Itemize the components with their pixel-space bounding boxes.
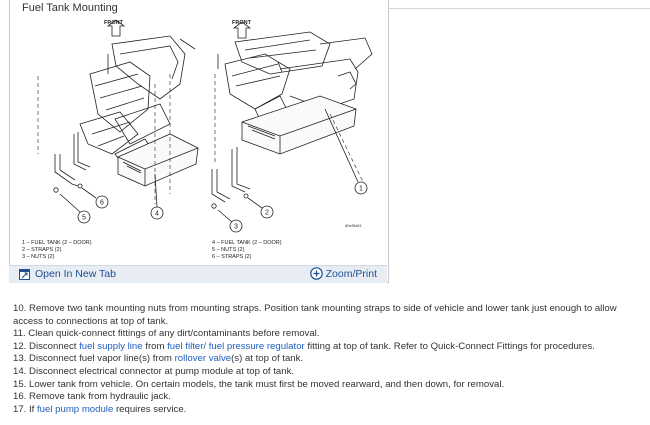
step-number: 13. xyxy=(13,353,30,365)
step-text: from xyxy=(142,340,168,352)
left-fuel-tank xyxy=(117,133,199,187)
step-text: Disconnect electrical connector at pump … xyxy=(29,365,295,377)
front-label-left: FRONT xyxy=(104,20,124,26)
right-fuel-tank xyxy=(241,71,357,155)
step-link[interactable]: fuel filter/ fuel pressure regulator xyxy=(167,340,305,352)
svg-text:2: 2 xyxy=(265,210,269,217)
svg-text:1: 1 xyxy=(359,186,363,193)
figure-code: 80ef5d81 xyxy=(345,223,362,228)
step-number: 15. xyxy=(13,378,30,390)
step-number: 16. xyxy=(13,391,30,403)
step-item: 10. Remove two tank mounting nuts from m… xyxy=(13,303,645,328)
step-link[interactable]: fuel pump module xyxy=(37,403,114,415)
step-text: Remove tank from hydraulic jack. xyxy=(29,391,171,403)
step-text: Remove two tank mounting nuts from mount… xyxy=(13,303,617,327)
callout-5: 5 xyxy=(77,210,91,224)
svg-text:5: 5 xyxy=(82,215,86,222)
new-tab-icon xyxy=(19,268,30,280)
svg-text:3: 3 xyxy=(234,224,238,231)
zoom-print-link[interactable]: Zoom/Print xyxy=(309,267,377,280)
legend-left-2: 2 – STRAPS (2) xyxy=(22,247,62,253)
leader-2 xyxy=(247,197,263,209)
legend-left-1: 1 – FUEL TANK (2 – DOOR) xyxy=(22,240,92,246)
callout-2: 2 xyxy=(260,205,274,219)
step-item: 12. Disconnect fuel supply line from fue… xyxy=(13,341,645,354)
right-chassis-frame xyxy=(217,31,373,125)
legend-left-3: 3 – NUTS (2) xyxy=(22,254,55,260)
leader-3 xyxy=(217,209,233,223)
left-chassis-frame xyxy=(79,35,196,175)
step-item: 13. Disconnect fuel vapor line(s) from r… xyxy=(13,353,645,366)
left-straps xyxy=(53,132,91,193)
section-divider xyxy=(387,8,650,9)
zoom-plus-icon xyxy=(309,267,323,280)
step-number: 14. xyxy=(13,365,30,377)
fuel-tank-diagram[interactable]: FRONT FRONT 5 6 4 3 2 xyxy=(20,14,380,264)
open-in-new-tab-link[interactable]: Open In New Tab xyxy=(19,268,116,280)
step-link[interactable]: fuel supply line xyxy=(79,340,143,352)
left-projection-lines xyxy=(37,74,171,204)
step-item: 17. If fuel pump module requires service… xyxy=(13,404,645,417)
legend-right-1: 4 – FUEL TANK (2 – DOOR) xyxy=(212,240,282,246)
open-in-new-tab-label: Open In New Tab xyxy=(35,268,116,280)
step-text: (s) at top of tank. xyxy=(231,353,304,365)
procedure-steps: 10. Remove two tank mounting nuts from m… xyxy=(13,303,645,416)
step-item: 11. Clean quick-connect fittings of any … xyxy=(13,328,645,341)
leader-5 xyxy=(59,193,81,213)
svg-text:4: 4 xyxy=(155,211,159,218)
step-text: Clean quick-connect fittings of any dirt… xyxy=(28,328,320,340)
svg-text:6: 6 xyxy=(100,200,104,207)
right-front-arrow-icon xyxy=(232,21,252,39)
callout-6: 6 xyxy=(95,195,109,209)
step-text: Lower tank from vehicle. On certain mode… xyxy=(29,378,505,390)
callout-1: 1 xyxy=(354,181,368,195)
callout-3: 3 xyxy=(229,219,243,233)
step-number: 12. xyxy=(13,340,30,352)
legend-right-3: 6 – STRAPS (2) xyxy=(212,254,252,260)
right-straps xyxy=(211,147,251,209)
step-number: 11. xyxy=(13,328,29,340)
step-text: Disconnect fuel vapor line(s) from xyxy=(29,353,175,365)
step-text: requires service. xyxy=(113,403,187,415)
leader-1 xyxy=(324,108,359,183)
leader-4 xyxy=(154,173,158,208)
step-number: 10. xyxy=(13,303,30,314)
right-projection-lines xyxy=(214,74,366,187)
figure-toolbar: Open In New Tab Zoom/Print xyxy=(9,265,387,283)
legend-right-2: 5 – NUTS (2) xyxy=(212,247,245,253)
zoom-print-label: Zoom/Print xyxy=(325,267,377,280)
step-text: If xyxy=(29,403,38,415)
front-label-right: FRONT xyxy=(232,20,252,26)
leader-6 xyxy=(81,187,97,199)
left-front-arrow-icon xyxy=(106,19,126,37)
step-item: 16. Remove tank from hydraulic jack. xyxy=(13,391,645,404)
step-text: fitting at top of tank. Refer to Quick-C… xyxy=(304,340,595,352)
step-text: Disconnect xyxy=(29,340,80,352)
step-number: 17. xyxy=(13,403,30,415)
figure-panel: Fuel Tank Mounting xyxy=(9,0,389,283)
callout-4: 4 xyxy=(150,206,164,220)
step-link[interactable]: rollover valve xyxy=(174,353,232,365)
figure-title: Fuel Tank Mounting xyxy=(22,2,118,14)
step-item: 14. Disconnect electrical connector at p… xyxy=(13,366,645,379)
step-item: 15. Lower tank from vehicle. On certain … xyxy=(13,379,645,392)
